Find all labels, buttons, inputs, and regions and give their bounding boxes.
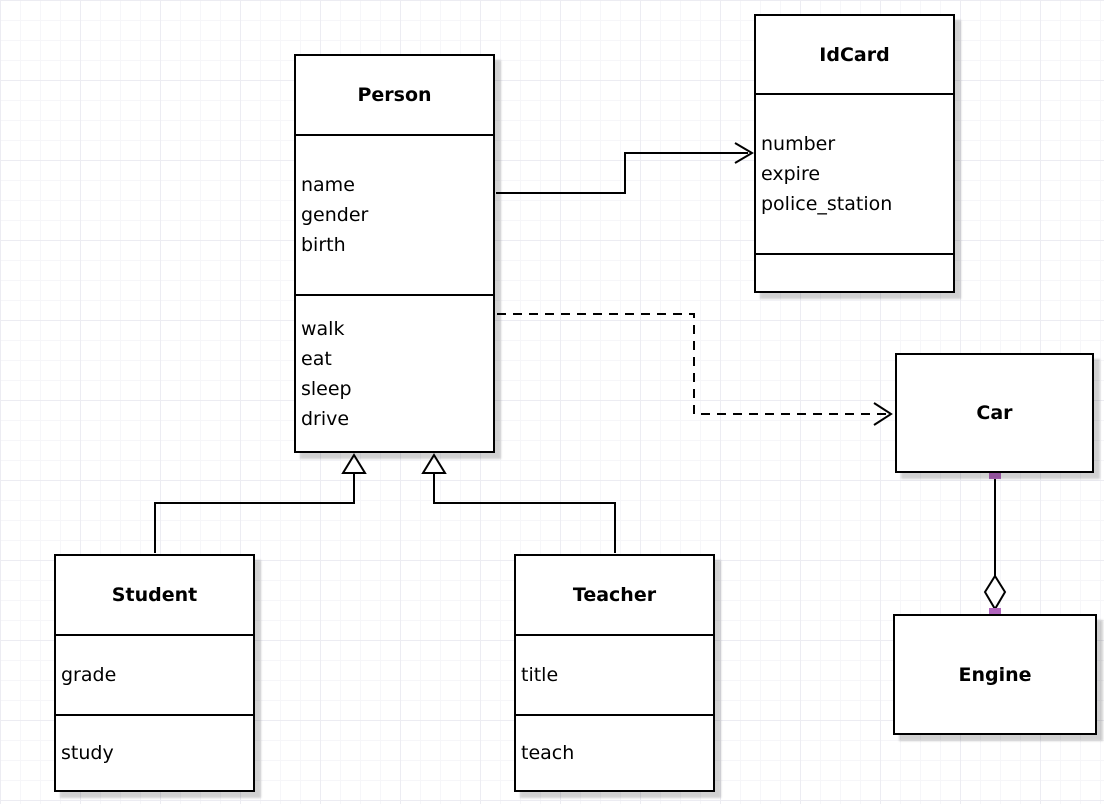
idcard-attributes-compartment: number expire police_station [756, 93, 953, 253]
method-item: study [61, 742, 114, 764]
attribute-item: name [301, 174, 355, 196]
teacher-methods-compartment: teach [516, 714, 713, 790]
method-item: sleep [301, 377, 352, 400]
class-engine-box[interactable]: Engine [893, 614, 1097, 735]
generalization-student-person[interactable] [154, 453, 367, 553]
open-arrowhead [734, 142, 754, 164]
class-student-title: Student [111, 584, 198, 606]
attribute-item: gender [301, 204, 369, 226]
teacher-attributes-compartment: title [516, 634, 713, 714]
dependency-person-car[interactable] [497, 313, 893, 426]
attribute-item: title [521, 664, 559, 686]
hollow-diamond [983, 574, 1007, 611]
generalization-teacher-person[interactable] [421, 453, 616, 553]
class-student-box[interactable]: Student grade study [54, 554, 255, 792]
person-attributes-compartment: name gender birth [296, 134, 493, 294]
hollow-triangle-arrowhead [341, 453, 367, 474]
method-item: teach [521, 742, 575, 764]
student-attributes-compartment: grade [56, 634, 253, 714]
idcard-empty-compartment [756, 253, 953, 291]
class-idcard-title: IdCard [819, 43, 890, 66]
attribute-item: grade [61, 664, 117, 686]
class-car-box[interactable]: Car [895, 353, 1094, 473]
attribute-item: expire [761, 163, 821, 185]
method-item: eat [301, 347, 332, 370]
student-methods-compartment: study [56, 714, 253, 790]
class-person-box[interactable]: Person name gender birth walk eat sleep … [294, 54, 495, 453]
class-car-title: Car [976, 402, 1013, 424]
person-methods-compartment: walk eat sleep drive [296, 294, 493, 451]
class-teacher-box[interactable]: Teacher title teach [514, 554, 715, 792]
class-person-title: Person [357, 84, 432, 106]
class-idcard-box[interactable]: IdCard number expire police_station [754, 14, 955, 293]
hollow-triangle-arrowhead [421, 453, 447, 474]
association-person-idcard[interactable] [496, 142, 754, 194]
attribute-item: birth [301, 234, 346, 256]
method-item: walk [301, 317, 345, 340]
open-arrowhead [873, 402, 893, 426]
attribute-item: police_station [761, 193, 893, 215]
method-item: drive [301, 407, 350, 430]
attribute-item: number [761, 133, 836, 155]
class-teacher-title: Teacher [572, 584, 657, 606]
class-engine-title: Engine [958, 663, 1032, 686]
aggregation-car-engine[interactable] [983, 467, 1007, 620]
